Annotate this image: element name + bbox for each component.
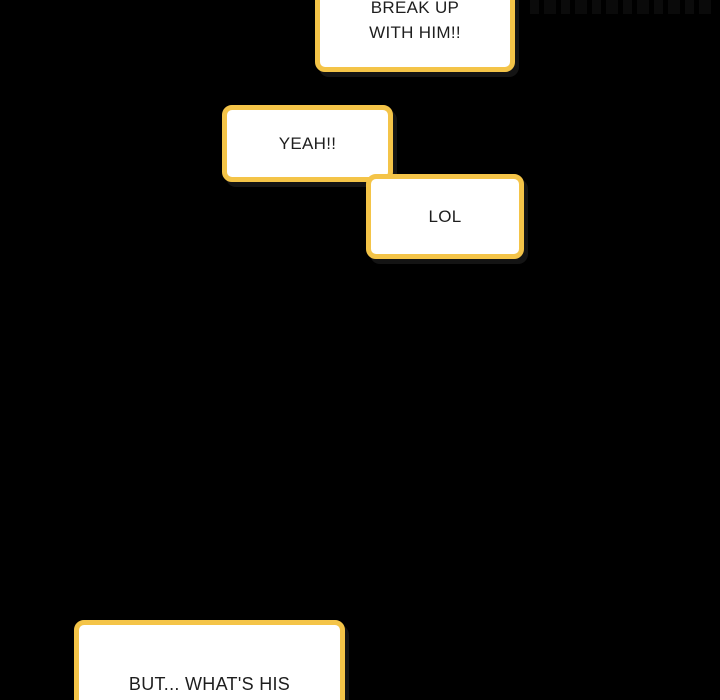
- faint-artwork-top-right: [530, 0, 716, 14]
- speech-bubble-break-up: BREAK UP WITH HIM!!: [315, 0, 515, 72]
- speech-bubble-but-whats-his: BUT... WHAT'S HIS: [74, 620, 345, 700]
- speech-bubble-text: LOL: [428, 207, 462, 226]
- speech-bubble-lol: LOL: [366, 174, 524, 259]
- speech-bubble-yeah: YEAH!!: [222, 105, 393, 182]
- speech-bubble-text: BREAK UP WITH HIM!!: [369, 0, 461, 42]
- speech-bubble-text: BUT... WHAT'S HIS: [128, 674, 291, 694]
- speech-bubble-text: YEAH!!: [278, 134, 337, 153]
